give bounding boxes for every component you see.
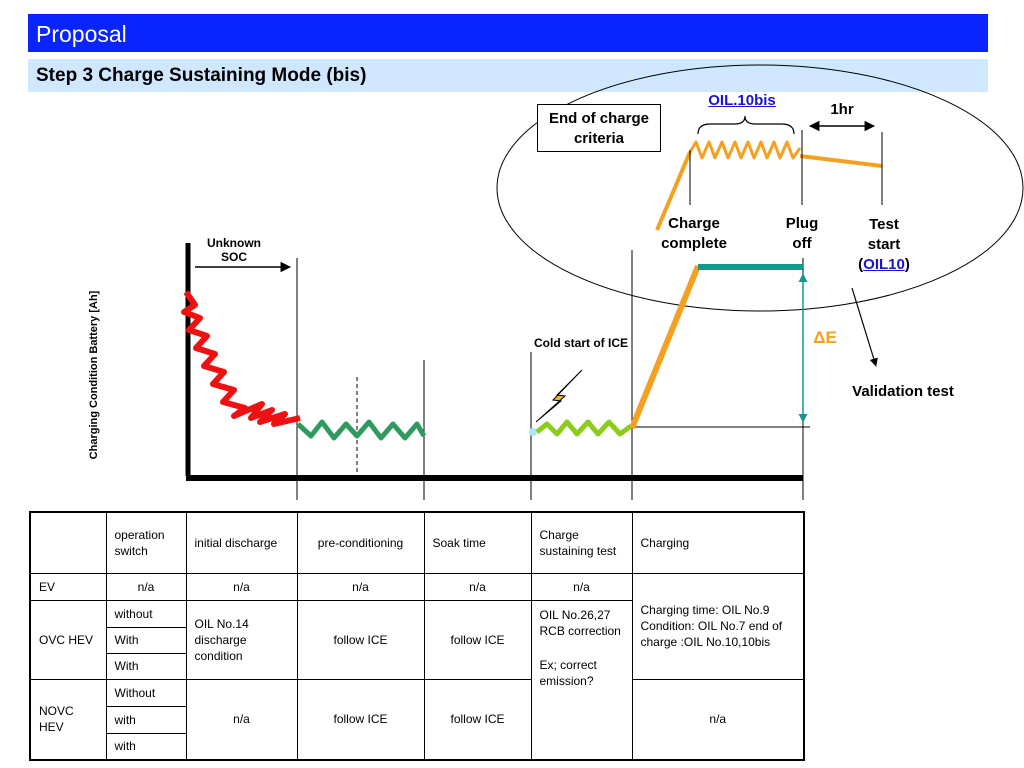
ev-initial-discharge: n/a bbox=[185, 572, 298, 601]
header-operation-switch: operation switch bbox=[105, 511, 187, 574]
pre-conditioning-curve bbox=[296, 419, 427, 441]
subtitle-bar: Step 3 Charge Sustaining Mode (bis) bbox=[28, 59, 988, 92]
ev-soak-time: n/a bbox=[423, 572, 532, 601]
charging-ramp bbox=[629, 264, 701, 430]
initial-discharge-curve bbox=[181, 290, 301, 427]
inset-plug-off-decline bbox=[799, 154, 883, 168]
ovc-charging-cell: Charging time: OIL No.9 Condition: OIL N… bbox=[631, 572, 805, 680]
validation-test-arrow bbox=[851, 287, 878, 367]
novc-switch-1: Without bbox=[105, 678, 187, 707]
table-row-ovc-1: OVC HEV without OIL No.14 discharge cond… bbox=[29, 599, 804, 761]
header-initial-discharge: initial discharge bbox=[185, 511, 298, 574]
oil10bis-link[interactable]: OIL.10bis bbox=[708, 92, 776, 109]
row-label-novc-hev: NOVC HEV bbox=[29, 678, 107, 761]
oil10bis-brace bbox=[697, 115, 795, 135]
novc-pre-conditioning: follow ICE bbox=[296, 678, 425, 761]
table-row-ovc-3: With bbox=[30, 652, 804, 680]
page-title: Proposal bbox=[36, 21, 127, 47]
header-charge-sustaining-test: Charge sustaining test bbox=[530, 511, 633, 574]
table-row-novc-3: with bbox=[30, 732, 804, 761]
delta-e-label: ΔE bbox=[813, 328, 837, 347]
novc-initial-discharge: n/a bbox=[185, 678, 298, 761]
charge-sustaining-shared-cell: OIL No.26,27 RCB correction Ex; correct … bbox=[530, 599, 633, 761]
ovc-pre-conditioning: follow ICE bbox=[296, 599, 425, 680]
paren-close: ) bbox=[904, 256, 910, 273]
ev-pre-conditioning: n/a bbox=[296, 572, 425, 601]
charge-complete-label: Charge complete bbox=[661, 215, 727, 252]
header-cell-blank bbox=[29, 511, 107, 574]
ovc-switch-2: With bbox=[105, 626, 187, 654]
row-label-ovc-hev: OVC HEV bbox=[29, 599, 107, 680]
plug-off-label: Plug off bbox=[785, 215, 819, 252]
paren-open: ( bbox=[858, 256, 864, 273]
novc-soak-time: follow ICE bbox=[423, 678, 532, 761]
validation-test-label: Validation test bbox=[852, 383, 954, 400]
inset-charging-ramp bbox=[655, 151, 692, 231]
ovc-soak-time: follow ICE bbox=[423, 599, 532, 680]
test-start-label: Test start (OIL10) bbox=[846, 215, 922, 275]
charge-sustaining-line1: OIL No.26,27 bbox=[539, 607, 611, 622]
charge-sustaining-curve bbox=[535, 419, 633, 437]
table-row-ovc-2: With bbox=[30, 626, 804, 654]
ovc-initial-discharge: OIL No.14 discharge condition bbox=[185, 599, 298, 680]
charge-diagram bbox=[181, 64, 1024, 500]
table-header-row: operation switch initial discharge pre-c… bbox=[29, 511, 805, 574]
novc-charging: n/a bbox=[631, 678, 805, 761]
ovc-switch-3: With bbox=[105, 652, 187, 680]
lightning-bolt-icon bbox=[535, 369, 583, 423]
header-pre-conditioning: pre-conditioning bbox=[296, 511, 425, 574]
ev-operation-switch: n/a bbox=[105, 572, 187, 601]
page-subtitle: Step 3 Charge Sustaining Mode (bis) bbox=[36, 65, 367, 86]
unknown-soc-label: Unknown SOC bbox=[207, 236, 261, 264]
cold-start-label: Cold start of ICE bbox=[534, 336, 629, 350]
end-of-charge-criteria-label: End of charge criteria bbox=[548, 110, 649, 147]
header-soak-time: Soak time bbox=[423, 511, 532, 574]
row-label-ev: EV bbox=[29, 572, 107, 601]
oil10-link[interactable]: OIL10 bbox=[863, 256, 905, 273]
title-bar: Proposal bbox=[28, 14, 988, 52]
test-start-ref: (OIL10) bbox=[846, 255, 922, 275]
y-axis-label: Charging Condition Battery [Ah] bbox=[88, 290, 100, 460]
novc-switch-2: with bbox=[105, 705, 187, 734]
ovc-switch-1: without bbox=[105, 599, 187, 628]
table-row-novc-1: NOVC HEV Without n/a follow ICE follow I… bbox=[29, 678, 805, 761]
callout-ellipse bbox=[496, 64, 1024, 312]
ev-charge-sustaining-test: n/a bbox=[530, 572, 633, 601]
inset-end-of-charge-curve bbox=[688, 140, 802, 160]
charge-sustaining-line2: RCB correction bbox=[539, 623, 621, 638]
test-start-text: Test start bbox=[867, 216, 901, 253]
header-charging: Charging bbox=[631, 511, 805, 574]
one-hour-label: 1hr bbox=[830, 101, 854, 118]
novc-switch-3: with bbox=[105, 732, 187, 761]
end-of-charge-criteria-box: End of charge criteria bbox=[537, 104, 661, 152]
charge-sustaining-line3: Ex; correct emission? bbox=[539, 657, 597, 688]
test-condition-table: operation switch initial discharge pre-c… bbox=[29, 511, 805, 761]
cold-start-point bbox=[529, 428, 537, 436]
table-row-ev: EV n/a n/a n/a n/a n/a Charging time: OI… bbox=[29, 572, 805, 680]
